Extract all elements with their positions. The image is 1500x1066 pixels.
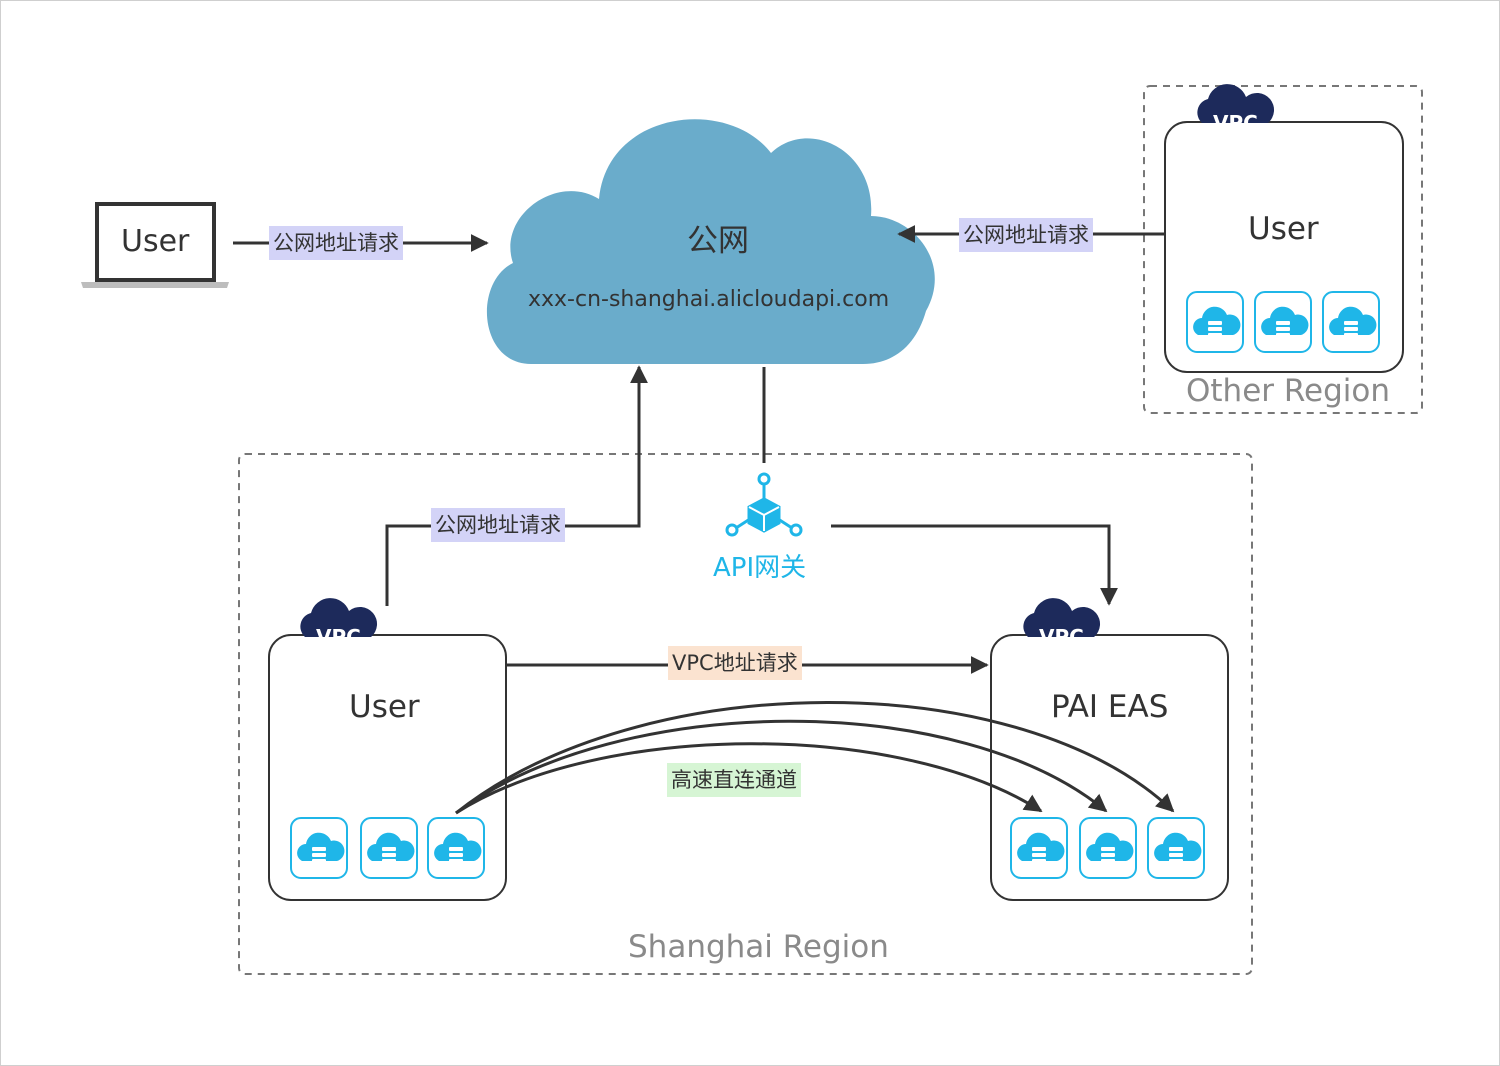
sh-user-vpc-badge-text: VPC bbox=[316, 625, 361, 649]
arrow-gateway-to-eas bbox=[831, 524, 1118, 606]
tag-public-request-shanghai: 公网地址请求 bbox=[431, 508, 565, 542]
other-region-label: Other Region bbox=[1186, 373, 1390, 409]
tag-public-request-left: 公网地址请求 bbox=[269, 226, 403, 260]
tag-vpc-request: VPC地址请求 bbox=[668, 646, 802, 680]
shanghai-region-label: Shanghai Region bbox=[628, 929, 889, 965]
other-instance-icon-2 bbox=[1254, 291, 1312, 353]
sh-user-instance-icon-3 bbox=[427, 817, 485, 879]
tag-fast-channel: 高速直连通道 bbox=[667, 763, 801, 797]
tag-public-request-right: 公网地址请求 bbox=[959, 218, 1093, 252]
public-network-title: 公网 bbox=[687, 223, 749, 259]
fast-channel-curve-2 bbox=[455, 719, 1108, 815]
sh-user-instance-icon-2 bbox=[360, 817, 418, 879]
other-region-border bbox=[1143, 85, 1423, 414]
laptop-user-label: User bbox=[121, 224, 190, 259]
laptop-icon bbox=[81, 202, 229, 288]
sh-user-instance-icon-1 bbox=[290, 817, 348, 879]
api-gateway-icon bbox=[725, 472, 803, 537]
eas-vpc-title: PAI EAS bbox=[1051, 689, 1169, 725]
other-instance-icon-3 bbox=[1322, 291, 1380, 353]
sh-user-vpc-title: User bbox=[349, 689, 420, 725]
arrow-sh-user-to-public bbox=[385, 365, 648, 606]
fast-channel-curve-1 bbox=[455, 742, 1043, 815]
eas-vpc-badge-text: VPC bbox=[1039, 625, 1084, 649]
other-vpc-title: User bbox=[1248, 211, 1319, 247]
other-instance-icon-1 bbox=[1186, 291, 1244, 353]
shanghai-region-border bbox=[238, 453, 1253, 975]
other-vpc-badge-text: VPC bbox=[1213, 111, 1258, 135]
eas-instance-icon-3 bbox=[1147, 817, 1205, 879]
fast-channel-curve-3 bbox=[455, 701, 1175, 815]
public-network-domain: xxx-cn-shanghai.alicloudapi.com bbox=[528, 287, 890, 312]
eas-instance-icon-2 bbox=[1079, 817, 1137, 879]
api-gateway-label: API网关 bbox=[713, 553, 807, 583]
eas-instance-icon-1 bbox=[1010, 817, 1068, 879]
public-network-cloud bbox=[486, 119, 935, 364]
